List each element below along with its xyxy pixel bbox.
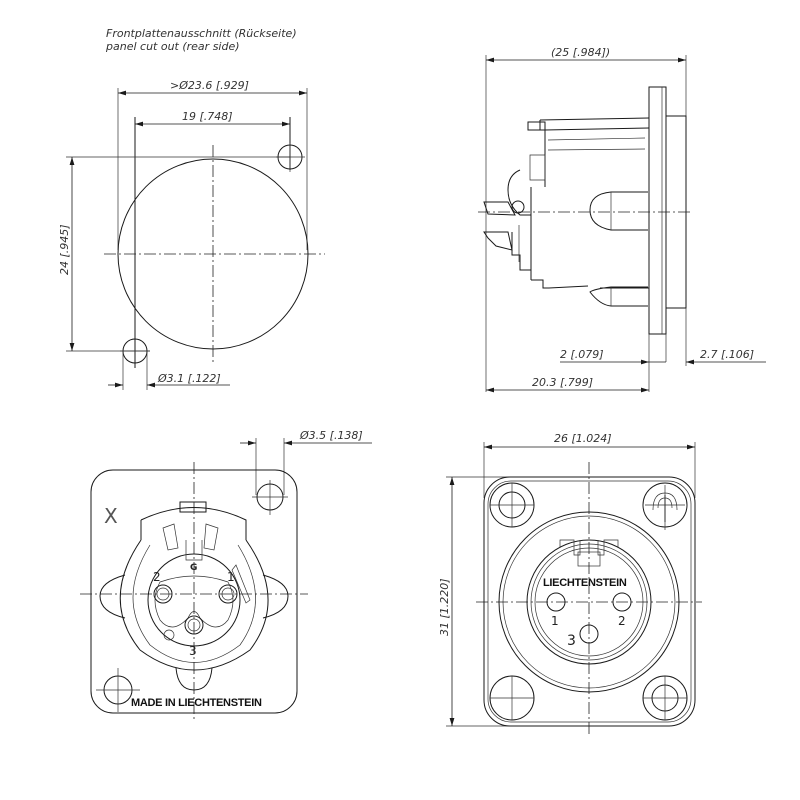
dim-overall-length: (25 [.984]) (551, 46, 610, 59)
front-plate (483, 476, 696, 727)
front-label-pin-3: 3 (567, 633, 576, 649)
dim-vertical-spacing: 24 [.945] (58, 224, 71, 275)
side-view: (25 [.984]) 2 [.079] 2 (478, 46, 766, 393)
rear-imprint: MADE IN LIECHTENSTEIN (131, 697, 262, 709)
dim-front-height: 31 [1.220] (438, 578, 451, 636)
latch-pivot (511, 200, 525, 214)
panel-cutout-view: >Ø23.6 [.929] 19 [.748] 24 [.945] Ø3.1 [… (58, 79, 325, 390)
rear-label-pin-2: 2 (153, 570, 161, 584)
drawing-title: Frontplattenausschnitt (Rückseite) panel… (105, 27, 297, 53)
rear-label-pin-1: 1 (227, 570, 235, 584)
title-german: Frontplattenausschnitt (Rückseite) (106, 27, 297, 40)
dim-front-protrusion: 2.7 [.106] (700, 348, 754, 361)
dim-flange-thickness: 2 [.079] (560, 348, 604, 361)
dim-hole-spacing: 19 [.748] (182, 110, 233, 123)
flange (648, 86, 667, 335)
front-view: 26 [1.024] 31 [1.220] LIECHTENSTEIN (438, 432, 702, 734)
dim-front-width: 26 [1.024] (554, 432, 612, 445)
dim-mount-hole: Ø3.1 [.122] (157, 372, 221, 385)
rear-label-pin-3: 3 (189, 644, 197, 658)
title-english: panel cut out (rear side) (105, 40, 240, 53)
latch-nose (589, 191, 648, 231)
mark-x: X (104, 504, 118, 528)
front-label-pin-1: 1 (551, 614, 559, 628)
dim-outer-diameter: >Ø23.6 [.929] (170, 79, 249, 92)
front-label-pin-2: 2 (618, 614, 626, 628)
dim-rear-mount-hole: Ø3.5 [.138] (299, 429, 363, 442)
rear-view: Ø3.5 [.138] X (80, 429, 372, 722)
dim-body-depth: 20.3 [.799] (532, 376, 593, 389)
front-imprint: LIECHTENSTEIN (543, 577, 627, 589)
